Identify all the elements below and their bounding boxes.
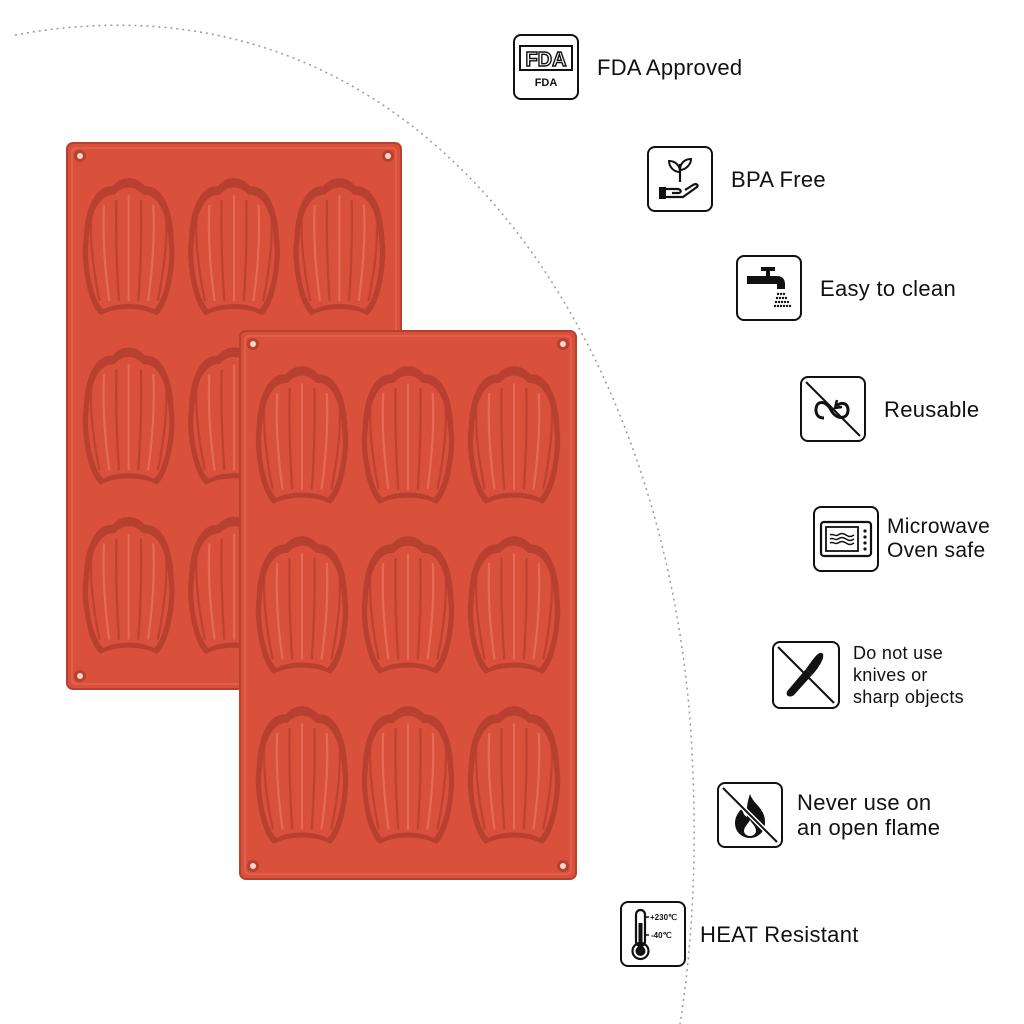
feature-microwave: Microwave Oven safe xyxy=(813,506,990,572)
reuse-crossed-icon xyxy=(800,376,866,442)
feature-label: BPA Free xyxy=(731,166,826,192)
feature-label: HEAT Resistant xyxy=(700,921,859,947)
hand-leaf-icon xyxy=(647,146,713,212)
silicone-mold-front xyxy=(239,330,577,880)
feature-flame: Never use on an open flame xyxy=(717,782,940,848)
knife-crossed-icon xyxy=(772,641,840,709)
feature-clean: Easy to clean xyxy=(736,255,956,321)
fda-icon: FDA FDA xyxy=(513,34,579,100)
feature-label: Do not use knives or sharp objects xyxy=(853,643,964,707)
feature-knife: Do not use knives or sharp objects xyxy=(772,641,964,709)
thermometer-icon: +230℃ -40℃ xyxy=(620,901,686,967)
svg-text:+230℃: +230℃ xyxy=(650,913,677,922)
feature-label: Reusable xyxy=(884,396,980,422)
svg-text:FDA: FDA xyxy=(535,77,558,89)
microwave-icon xyxy=(813,506,879,572)
feature-bpa: BPA Free xyxy=(647,146,826,212)
feature-heat: +230℃ -40℃ HEAT Resistant xyxy=(620,901,859,967)
feature-label: Easy to clean xyxy=(820,275,956,301)
feature-reusable: Reusable xyxy=(800,376,979,442)
feature-label: Microwave Oven safe xyxy=(887,515,991,562)
feature-label: FDA Approved xyxy=(597,54,743,80)
faucet-icon xyxy=(736,255,802,321)
svg-text:-40℃: -40℃ xyxy=(651,931,672,940)
flame-crossed-icon xyxy=(717,782,783,848)
feature-fda: FDA FDA FDA Approved xyxy=(513,34,742,100)
feature-label: Never use on an open flame xyxy=(797,790,941,840)
svg-text:FDA: FDA xyxy=(525,49,566,71)
